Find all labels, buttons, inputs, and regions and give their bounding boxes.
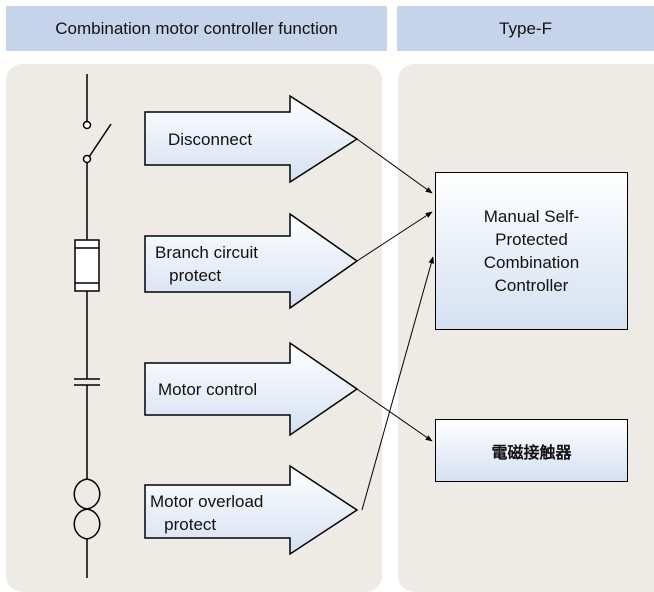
function-arrows [144, 94, 359, 556]
motor-control-label: Motor control [158, 380, 258, 399]
connection-lines [356, 138, 434, 511]
disconnect-label: Disconnect [168, 130, 253, 149]
switch-icon [82, 120, 112, 164]
motor-control-arrow [144, 341, 359, 437]
branch-protect-arrow [144, 212, 359, 310]
header-function: Combination motor controller function [6, 6, 387, 51]
fuse-icon [74, 239, 100, 292]
header-type: Type-F [397, 6, 654, 51]
self-protected-controller-box: Manual Self- Protected Combination Contr… [435, 172, 628, 330]
overload-protect-label: Motor overload protect [150, 492, 264, 534]
contactor-box: 電磁接触器 [435, 419, 628, 482]
overload-protect-arrow [144, 464, 359, 556]
overload-icon [73, 478, 101, 540]
contact-icon [74, 378, 100, 386]
branch-protect-label: Branch circuit protect [155, 243, 258, 285]
disconnect-arrow [144, 94, 359, 184]
